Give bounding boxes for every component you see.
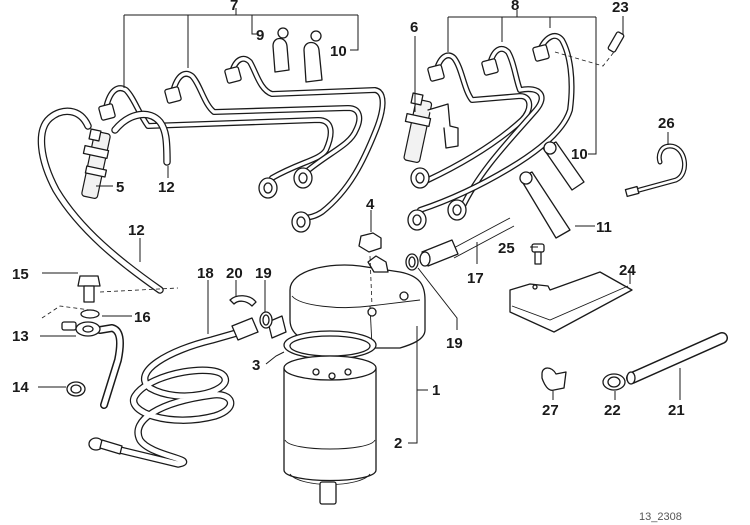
callout-20: 20 bbox=[226, 265, 243, 282]
leader-lines bbox=[38, 8, 681, 444]
fuel-hose[interactable] bbox=[626, 332, 728, 385]
fuel-feed-line[interactable] bbox=[419, 217, 515, 267]
callout-2: 2 bbox=[394, 435, 402, 452]
coiled-fuel-line[interactable] bbox=[88, 317, 259, 468]
callout-19-right: 19 bbox=[446, 335, 463, 352]
banjo-bolt[interactable] bbox=[77, 275, 101, 303]
callout-27: 27 bbox=[542, 402, 559, 419]
callout-21: 21 bbox=[668, 402, 685, 419]
hose-hook[interactable] bbox=[624, 143, 687, 198]
banjo-fitting-pipe[interactable] bbox=[61, 321, 124, 409]
callout-26: 26 bbox=[658, 115, 675, 132]
line-clip-large-right[interactable] bbox=[542, 141, 585, 191]
callout-7: 7 bbox=[230, 0, 238, 14]
o-ring-right[interactable] bbox=[405, 253, 419, 271]
callout-11: 11 bbox=[596, 219, 612, 236]
callout-12-lower: 12 bbox=[128, 222, 145, 239]
callout-8: 8 bbox=[511, 0, 519, 14]
injection-line-set-left[interactable] bbox=[98, 55, 386, 233]
sleeve[interactable] bbox=[607, 31, 625, 53]
callout-23: 23 bbox=[612, 0, 629, 16]
leak-off-hose-short[interactable] bbox=[111, 110, 171, 166]
o-ring-left[interactable] bbox=[259, 311, 273, 329]
filter-sealing-ring[interactable] bbox=[283, 330, 377, 360]
mounting-bracket[interactable] bbox=[509, 271, 633, 333]
callout-13: 13 bbox=[12, 328, 29, 345]
callout-25: 25 bbox=[498, 240, 515, 257]
injector-left[interactable] bbox=[81, 128, 111, 199]
callout-18: 18 bbox=[197, 265, 214, 282]
callout-4: 4 bbox=[366, 196, 375, 213]
line-clip-large-left[interactable] bbox=[303, 30, 323, 83]
fuel-filter-housing[interactable] bbox=[267, 255, 426, 349]
sealing-washer[interactable] bbox=[80, 309, 100, 319]
callout-10-left: 10 bbox=[330, 43, 347, 60]
injector-right[interactable] bbox=[403, 92, 459, 164]
callout-10-right: 10 bbox=[571, 146, 588, 163]
cable-clip[interactable] bbox=[541, 367, 567, 391]
hose-clamp[interactable] bbox=[66, 381, 86, 397]
callout-14: 14 bbox=[12, 379, 29, 396]
callout-16: 16 bbox=[134, 309, 151, 326]
callout-22: 22 bbox=[604, 402, 621, 419]
hex-nut[interactable] bbox=[358, 232, 382, 253]
reference-number: 13_2308 bbox=[639, 511, 682, 523]
callout-12-upper: 12 bbox=[158, 179, 175, 196]
callout-1: 1 bbox=[432, 382, 440, 399]
callout-3: 3 bbox=[252, 357, 260, 374]
callout-17: 17 bbox=[467, 270, 484, 287]
leak-off-hose-long[interactable] bbox=[37, 107, 164, 294]
fuel-filter-cartridge[interactable] bbox=[283, 355, 377, 505]
callout-24: 24 bbox=[619, 262, 636, 279]
line-holder[interactable] bbox=[519, 171, 571, 239]
hose-clamp-small[interactable] bbox=[602, 373, 626, 391]
callout-19-left: 19 bbox=[255, 265, 272, 282]
callout-15: 15 bbox=[12, 266, 29, 283]
injection-line-set-right[interactable] bbox=[407, 32, 575, 231]
callout-6: 6 bbox=[410, 19, 418, 36]
retaining-clip[interactable] bbox=[229, 295, 257, 307]
callout-labels: 1 2 3 4 5 6 7 8 9 10 10 11 12 12 13 14 1… bbox=[12, 0, 685, 452]
hex-bolt[interactable] bbox=[531, 243, 545, 265]
callout-5: 5 bbox=[116, 179, 124, 196]
line-clip-small[interactable] bbox=[272, 27, 290, 73]
callout-9: 9 bbox=[256, 27, 264, 44]
